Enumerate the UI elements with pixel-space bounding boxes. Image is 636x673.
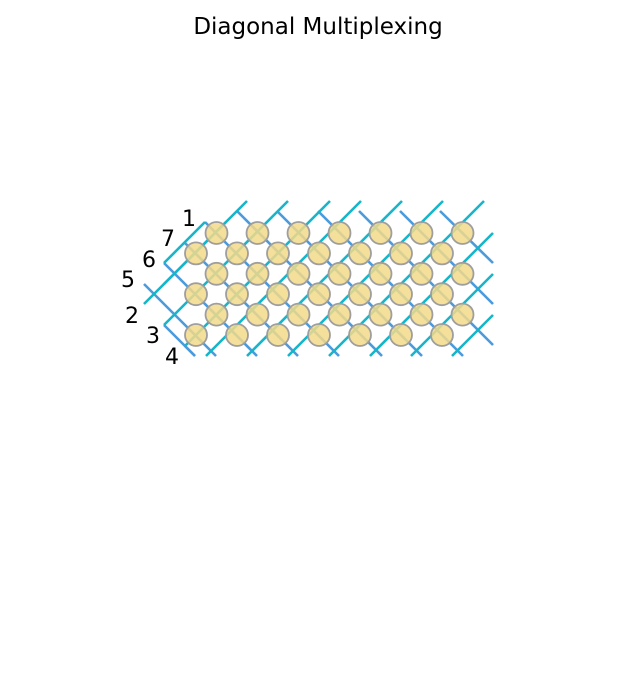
- led-circle: [368, 261, 393, 286]
- descending-wire-4: [143, 283, 217, 357]
- led-circle: [450, 302, 475, 327]
- line-label-6: 6: [142, 248, 156, 273]
- led-circle: [225, 282, 249, 307]
- led-circle: [327, 261, 352, 286]
- led-circle: [409, 221, 434, 245]
- led-circle: [266, 282, 290, 307]
- led-circle: [450, 261, 475, 286]
- led-circle: [389, 282, 413, 307]
- descending-wire-6: [184, 345, 196, 357]
- line-label-5: 5: [121, 268, 135, 293]
- led-circle: [368, 221, 393, 245]
- led-circle: [348, 323, 372, 347]
- led-circle: [286, 261, 311, 286]
- led-circle: [245, 261, 270, 286]
- diagram-title: Diagonal Multiplexing: [193, 14, 442, 40]
- led-circle: [430, 282, 454, 307]
- led-circle: [225, 323, 249, 347]
- led-circle: [430, 323, 454, 347]
- led-circle: [389, 241, 413, 266]
- led-circle: [409, 261, 434, 286]
- led-circle: [204, 261, 229, 286]
- led-circle: [348, 241, 372, 266]
- led-circle: [204, 221, 229, 245]
- led-circle: [307, 241, 331, 266]
- led-circle: [245, 302, 270, 327]
- led-circle: [307, 282, 331, 307]
- led-circle: [430, 241, 454, 266]
- led-circle: [389, 323, 413, 347]
- ascending-wire-short-1: [163, 221, 206, 264]
- led-circle: [266, 323, 290, 347]
- led-circle: [327, 221, 352, 245]
- line-label-2: 2: [125, 304, 139, 329]
- led-circle: [286, 302, 311, 327]
- ascending-wire-10: [451, 314, 494, 357]
- led-circle: [409, 302, 434, 327]
- line-label-3: 3: [146, 324, 160, 349]
- led-circle: [327, 302, 352, 327]
- led-circle: [225, 241, 249, 266]
- led-circle: [184, 323, 208, 347]
- led-circle: [450, 221, 475, 245]
- led-circle: [245, 221, 270, 245]
- led-circle: [286, 221, 311, 245]
- led-layer: [184, 221, 475, 347]
- led-circle: [184, 282, 208, 307]
- led-circle: [266, 241, 290, 266]
- led-circle: [368, 302, 393, 327]
- line-label-1: 1: [182, 207, 196, 232]
- line-label-7: 7: [161, 227, 175, 252]
- led-circle: [184, 241, 208, 266]
- led-circle: [348, 282, 372, 307]
- line-label-4: 4: [165, 345, 179, 370]
- led-circle: [204, 302, 229, 327]
- ascending-wire-2: [163, 200, 289, 326]
- led-circle: [307, 323, 331, 347]
